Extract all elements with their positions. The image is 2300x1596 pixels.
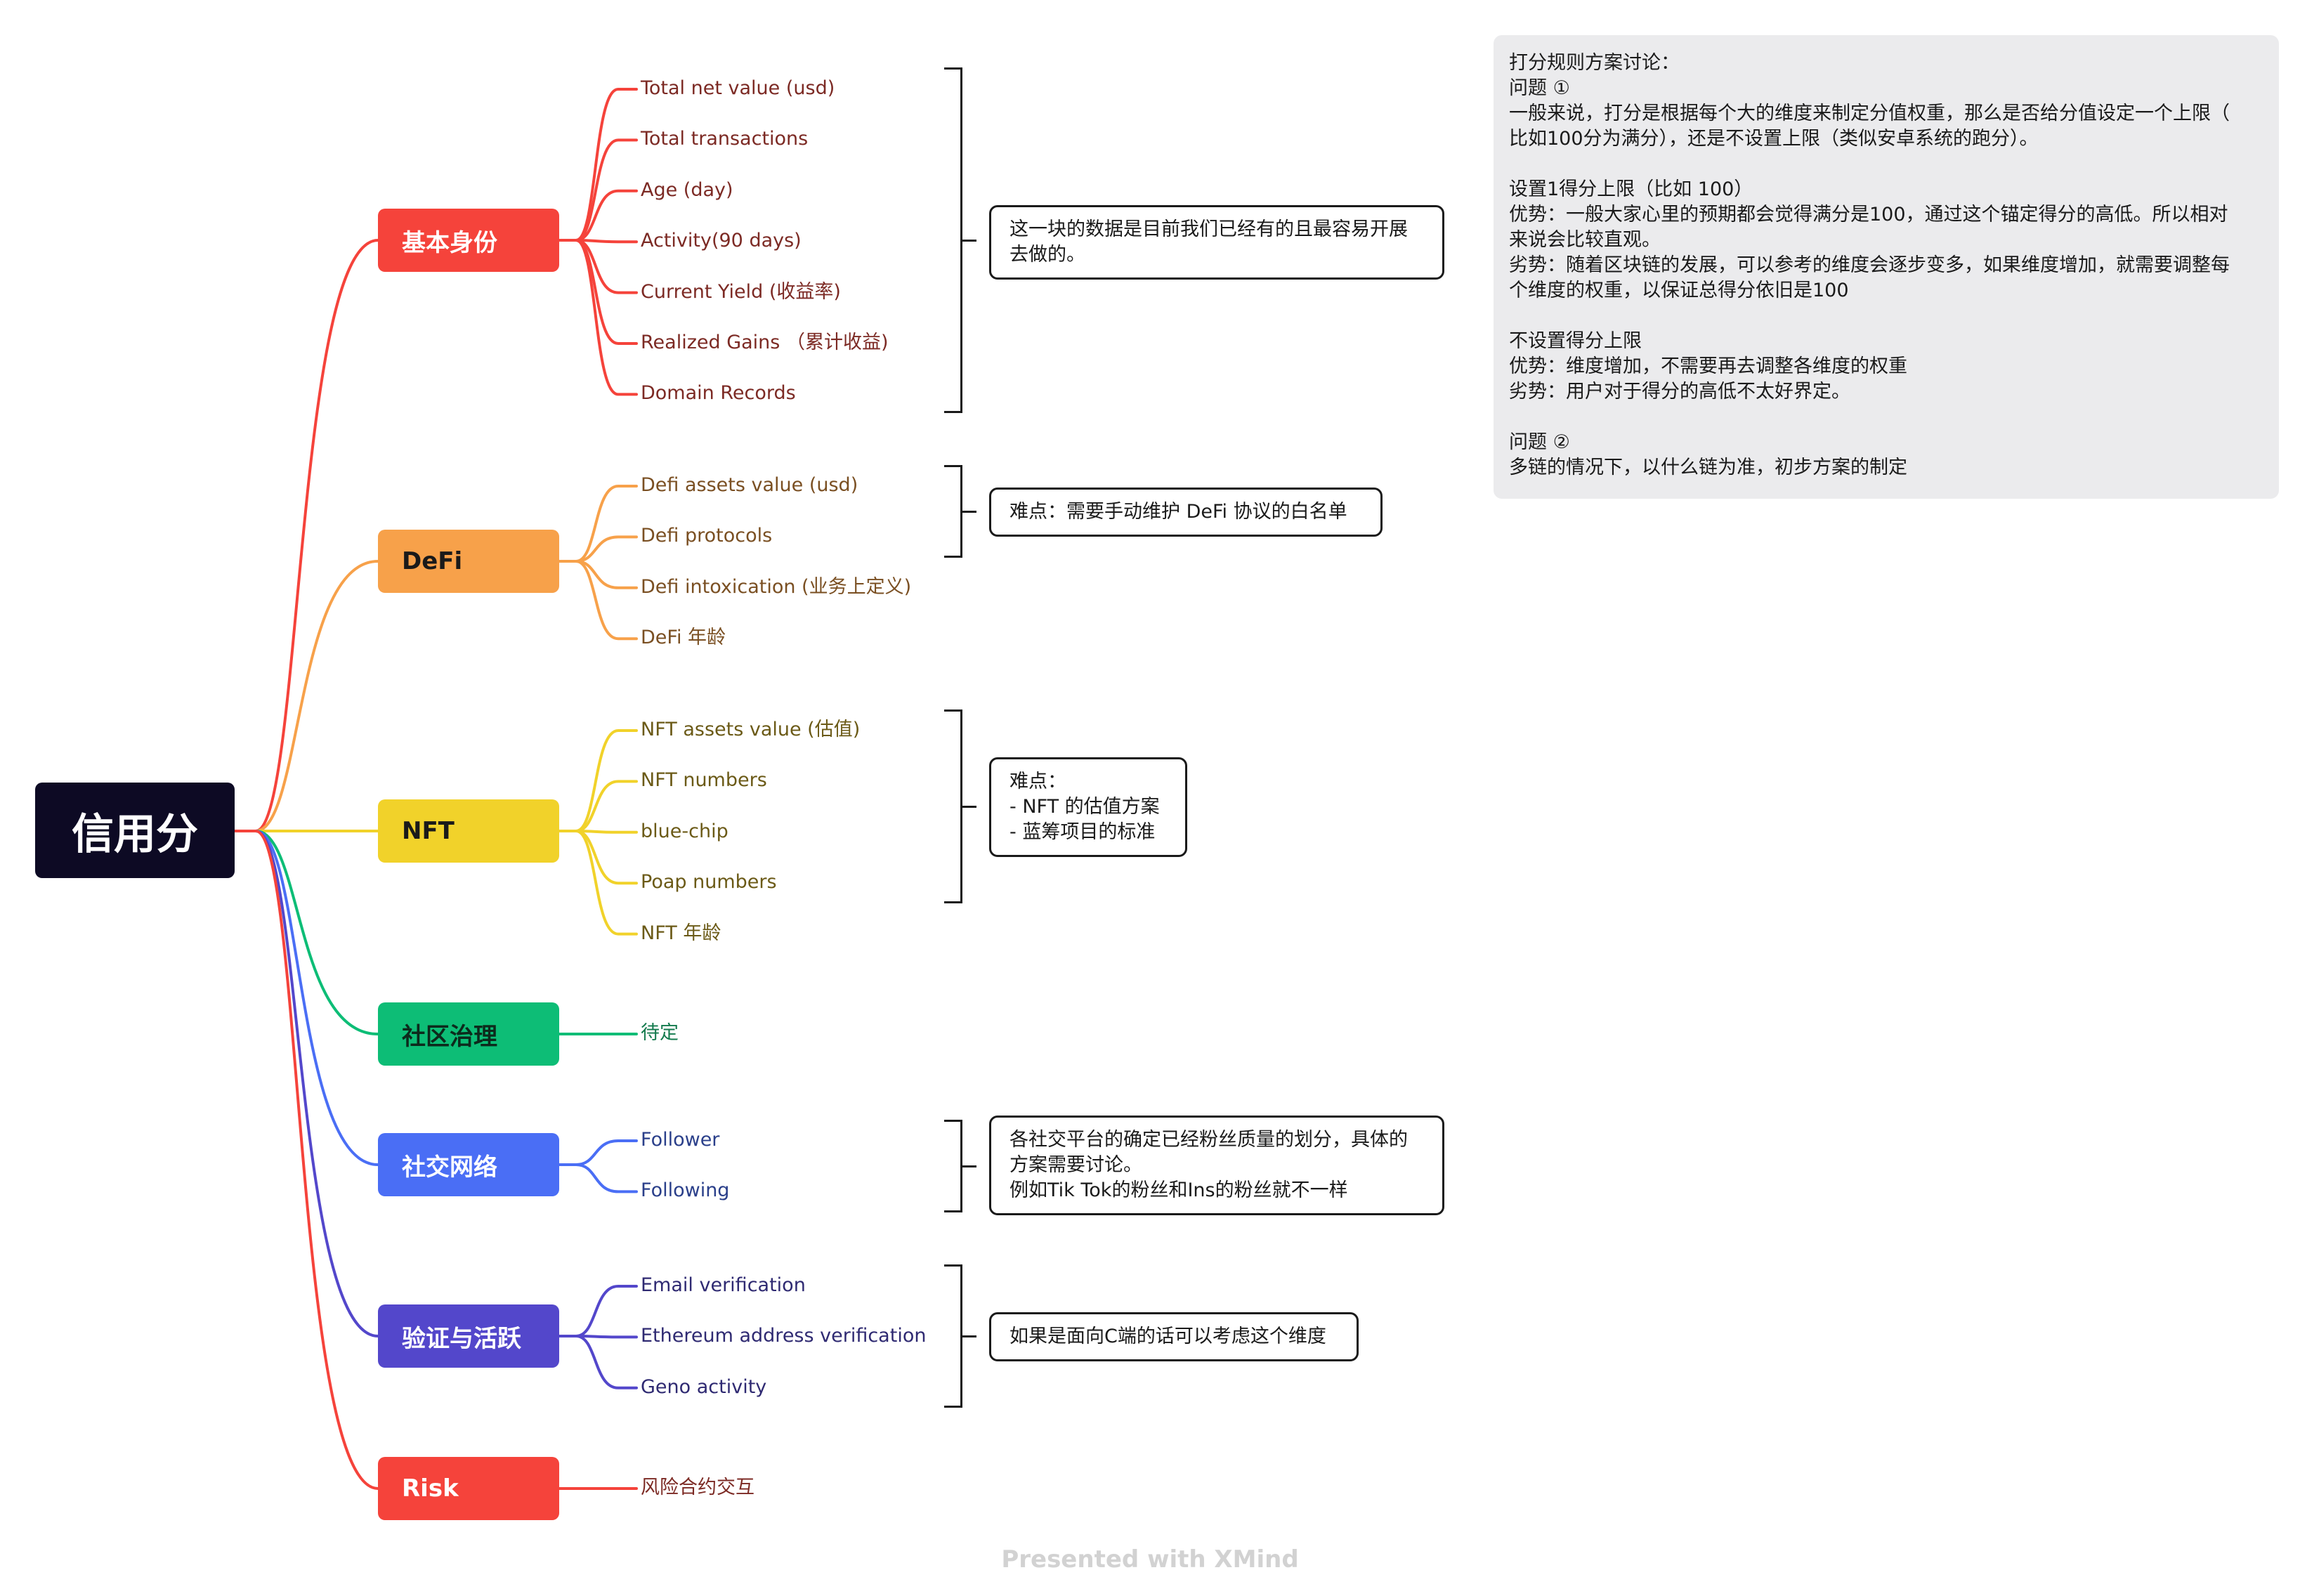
leaf-connector-defi-1	[558, 535, 638, 563]
branch-connector-risk	[233, 830, 379, 1490]
branch-social[interactable]: 社交网络	[378, 1133, 559, 1196]
leaf-topic[interactable]: Following	[641, 1179, 730, 1202]
discussion-line: 设置1得分上限（比如 100）	[1509, 178, 1753, 200]
discussion-line: 劣势：随着区块链的发展，可以参考的维度会逐步变多，如果维度增加，就需要调整每	[1509, 254, 2230, 276]
leaf-connector-verify-2	[558, 1335, 638, 1389]
discussion-line	[1509, 405, 2263, 430]
leaf-topic[interactable]: Current Yield (收益率)	[641, 280, 841, 303]
discussion-line: 劣势：用户对于得分的高低不太好界定。	[1509, 381, 1850, 403]
leaf-topic[interactable]: Age (day)	[641, 178, 733, 201]
branch-defi[interactable]: DeFi	[378, 530, 559, 593]
discussion-line: 一般来说，打分是根据每个大的维度来制定分值权重，那么是否给分值设定一个上限（	[1509, 103, 2230, 124]
leaf-connector-social-0	[558, 1139, 638, 1166]
discussion-line: 来说会比较直观。	[1509, 229, 1661, 251]
leaf-connector-verify-0	[558, 1285, 638, 1337]
summary-bracket	[944, 67, 962, 413]
leaf-connector-basic-2	[558, 189, 638, 242]
leaf-topic[interactable]: DeFi 年龄	[641, 627, 726, 649]
branch-risk[interactable]: Risk	[378, 1457, 559, 1520]
leaf-topic[interactable]: Email verification	[641, 1274, 806, 1296]
leaf-topic[interactable]: NFT assets value (估值)	[641, 719, 861, 740]
leaf-connector-basic-4	[558, 239, 638, 294]
discussion-line: 不设置得分上限	[1509, 330, 1642, 352]
branch-community[interactable]: 社区治理	[378, 1002, 559, 1066]
summary-note-nft[interactable]: 难点： - NFT 的估值方案 - 蓝筹项目的标准	[989, 757, 1187, 857]
leaf-connector-nft-3	[558, 830, 638, 885]
summary-bracket	[944, 709, 962, 903]
discussion-line	[1509, 303, 2263, 329]
leaf-connector-nft-1	[558, 780, 638, 832]
discussion-line: 问题 ②	[1509, 431, 1570, 453]
branch-connector-basic	[233, 239, 379, 832]
leaf-topic[interactable]: Poap numbers	[641, 871, 777, 894]
branch-connector-defi	[233, 560, 379, 832]
leaf-topic[interactable]: Total transactions	[641, 128, 809, 150]
leaf-topic[interactable]: Follower	[641, 1129, 720, 1151]
branch-connector-social	[233, 830, 379, 1166]
branch-connector-verify	[233, 830, 379, 1337]
leaf-connector-basic-0	[558, 88, 638, 242]
bracket-tick	[962, 1165, 976, 1167]
leaf-topic[interactable]: blue-chip	[641, 820, 728, 842]
branch-connector-community	[233, 830, 379, 1035]
leaf-connector-basic-6	[558, 239, 638, 396]
bracket-tick	[962, 511, 976, 513]
leaf-topic[interactable]: Defi assets value (usd)	[641, 474, 858, 496]
discussion-text: 打分规则方案讨论： 问题 ① 一般来说，打分是根据每个大的维度来制定分值权重，那么是…	[1509, 51, 2263, 480]
discussion-line: 个维度的权重，以保证总得分依旧是100	[1509, 280, 1849, 301]
leaf-topic[interactable]: NFT numbers	[641, 769, 767, 792]
leaf-topic[interactable]: Ethereum address verification	[641, 1325, 927, 1347]
bracket-tick	[962, 1335, 976, 1337]
discussion-panel: 打分规则方案讨论： 问题 ① 一般来说，打分是根据每个大的维度来制定分值权重，那么是…	[1494, 35, 2279, 499]
discussion-line: 比如100分为满分），还是不设置上限（类似安卓系统的跑分）。	[1509, 128, 2039, 150]
leaf-connector-defi-0	[558, 485, 638, 563]
leaf-topic[interactable]: Activity(90 days)	[641, 230, 802, 252]
summary-bracket	[944, 1120, 962, 1212]
leaf-topic[interactable]: Defi protocols	[641, 525, 773, 547]
summary-note-social[interactable]: 各社交平台的确定已经粉丝质量的划分，具体的 方案需要讨论。 例如Tik Tok的…	[989, 1116, 1444, 1215]
branch-basic[interactable]: 基本身份	[378, 209, 559, 272]
leaf-topic[interactable]: 风险合约交互	[641, 1477, 754, 1498]
discussion-line: 优势：一般大家心里的预期都会觉得满分是100，通过这个锚定得分的高低。所以相对	[1509, 204, 2228, 225]
leaf-connector-defi-3	[558, 560, 638, 641]
discussion-line: 打分规则方案讨论：	[1509, 52, 1680, 74]
bracket-tick	[962, 806, 976, 808]
discussion-line	[1509, 152, 2263, 177]
leaf-topic[interactable]: NFT 年龄	[641, 922, 721, 944]
leaf-topic[interactable]: Domain Records	[641, 382, 796, 405]
branch-verify[interactable]: 验证与活跃	[378, 1304, 559, 1368]
leaf-topic[interactable]: Geno activity	[641, 1375, 767, 1398]
discussion-line: 优势：维度增加，不需要再去调整各维度的权重	[1509, 355, 1907, 377]
discussion-line: 问题 ①	[1509, 77, 1570, 99]
footer-watermark: Presented with XMind	[1001, 1545, 1299, 1574]
leaf-topic[interactable]: 待定	[641, 1022, 679, 1044]
leaf-connector-nft-4	[558, 830, 638, 936]
leaf-connector-defi-2	[558, 560, 638, 589]
bracket-tick	[962, 240, 976, 242]
leaf-connector-social-1	[558, 1163, 638, 1193]
summary-note-verify[interactable]: 如果是面向C端的话可以考虑这个维度	[989, 1312, 1359, 1361]
summary-bracket	[944, 465, 962, 558]
root-topic[interactable]: 信用分	[35, 783, 235, 878]
leaf-topic[interactable]: Realized Gains （累计收益)	[641, 332, 889, 353]
discussion-line: 多链的情况下，以什么链为准，初步方案的制定	[1509, 457, 1907, 478]
branch-nft[interactable]: NFT	[378, 799, 559, 863]
summary-note-defi[interactable]: 难点：需要手动维护 DeFi 协议的白名单	[989, 488, 1383, 537]
summary-bracket	[944, 1264, 962, 1408]
summary-note-basic[interactable]: 这一块的数据是目前我们已经有的且最容易开展 去做的。	[989, 205, 1444, 280]
leaf-topic[interactable]: Total net value (usd)	[641, 77, 835, 99]
leaf-topic[interactable]: Defi intoxication (业务上定义)	[641, 575, 912, 598]
